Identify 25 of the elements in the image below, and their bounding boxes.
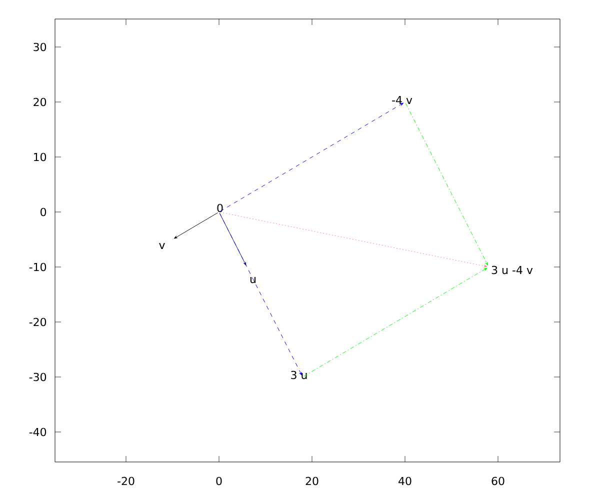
tick-label: -40 [29, 428, 46, 436]
vector-arrow [304, 268, 488, 377]
tick-label: 40 [398, 476, 412, 486]
tick-label: 30 [34, 42, 46, 52]
point-label: -4 v [392, 96, 412, 104]
tick-label: 20 [34, 98, 46, 106]
tick-label: 20 [306, 476, 318, 486]
tick-label: 60 [492, 476, 504, 486]
point-label: 3 u -4 v [492, 266, 533, 274]
vector-arrow [220, 212, 488, 268]
vector-arrow [219, 212, 302, 376]
tick-label: 0 [216, 476, 222, 486]
vector-arrow [405, 102, 488, 266]
point-label: 3 u [291, 370, 307, 380]
point-label: u [250, 276, 256, 284]
tick-label: -10 [29, 262, 46, 272]
vector-arrow [220, 102, 404, 212]
point-label: v [159, 243, 165, 249]
tick-label: 0 [40, 208, 46, 216]
point-label: 0 [217, 204, 223, 212]
tick-label: 10 [34, 152, 46, 162]
vector-arrow [174, 212, 218, 239]
tick-label: -20 [118, 476, 134, 486]
tick-label: -20 [29, 318, 46, 326]
tick-label: -30 [29, 372, 46, 382]
